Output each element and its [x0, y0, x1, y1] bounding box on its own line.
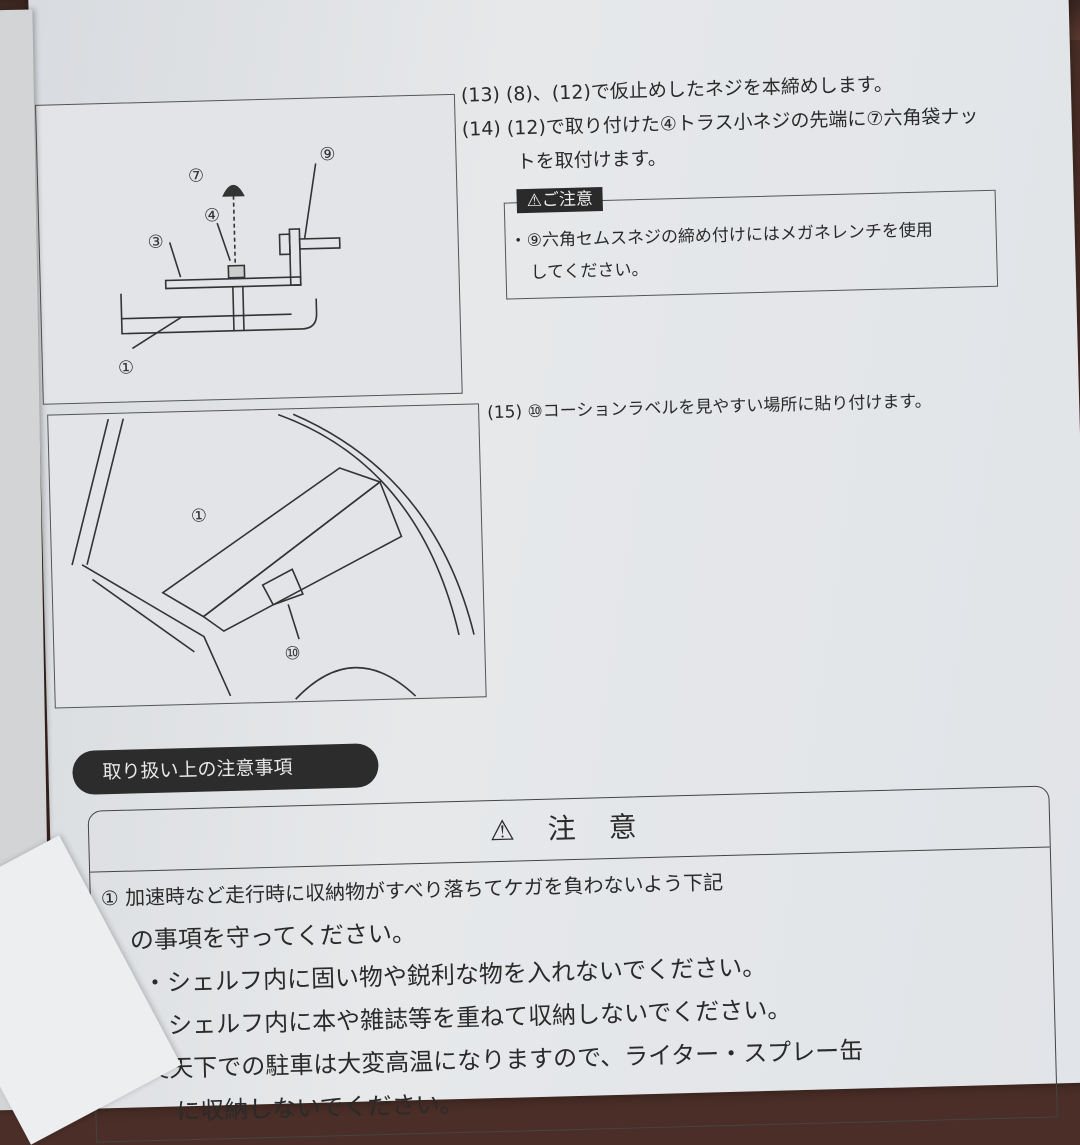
overhead-shelf-illustration: ① ⑩: [71, 413, 475, 700]
step-15: (15) ⑩コーションラベルを見やすい場所に貼り付けます。: [487, 386, 932, 423]
shelf-bracket-diagram: ⑦ ⑨ ④ ③ ①: [35, 93, 463, 405]
callout-plate: ③: [147, 232, 164, 253]
step-text: ⑩コーションラベルを見やすい場所に貼り付けます。: [527, 391, 932, 423]
callout-screw: ④: [204, 205, 221, 226]
step-text: (8)、(12)で仮止めしたネジを本締めします。: [505, 73, 894, 106]
caution-body: ① 加速時など走行時に収納物がすべり落ちてケガを負わないよう下記 の事項を守って…: [100, 858, 865, 1136]
callout-caution-label: ⑩: [284, 643, 301, 664]
step-text: (12)で取り付けた④トラス小ネジの先端に⑦六角袋ナッ: [506, 105, 979, 140]
note-box: ⚠ご注意 ・⑨六角セムスネジの締め付けにはメガネレンチを使用 してください。: [503, 187, 999, 300]
step-number: (13): [460, 83, 501, 107]
note-tag: ⚠ご注意: [516, 187, 604, 214]
vehicle-interior-diagram: ① ⑩: [47, 403, 487, 709]
instruction-sheet: ⑦ ⑨ ④ ③ ① ① ⑩: [28, 0, 1080, 1143]
callout-nut: ⑦: [188, 165, 205, 186]
callout-shelf: ①: [118, 357, 135, 378]
step-list: (13) (8)、(12)で仮止めしたネジを本締めします。 (14) (12)で…: [460, 65, 979, 180]
caution-box: ⚠ 注 意 ① 加速時など走行時に収納物がすべり落ちてケガを負わないよう下記 の…: [87, 785, 1058, 1143]
callout-shelf: ①: [191, 505, 208, 526]
section-header: 取り扱い上の注意事項: [71, 743, 379, 796]
step-number: (14): [461, 117, 502, 141]
bracket-illustration: ⑦ ⑨ ④ ③ ①: [118, 144, 341, 379]
note-text: ・⑨六角セムスネジの締め付けにはメガネレンチを使用 してください。: [509, 214, 934, 289]
step-number: (15): [486, 402, 523, 424]
callout-bolt: ⑨: [319, 144, 336, 165]
